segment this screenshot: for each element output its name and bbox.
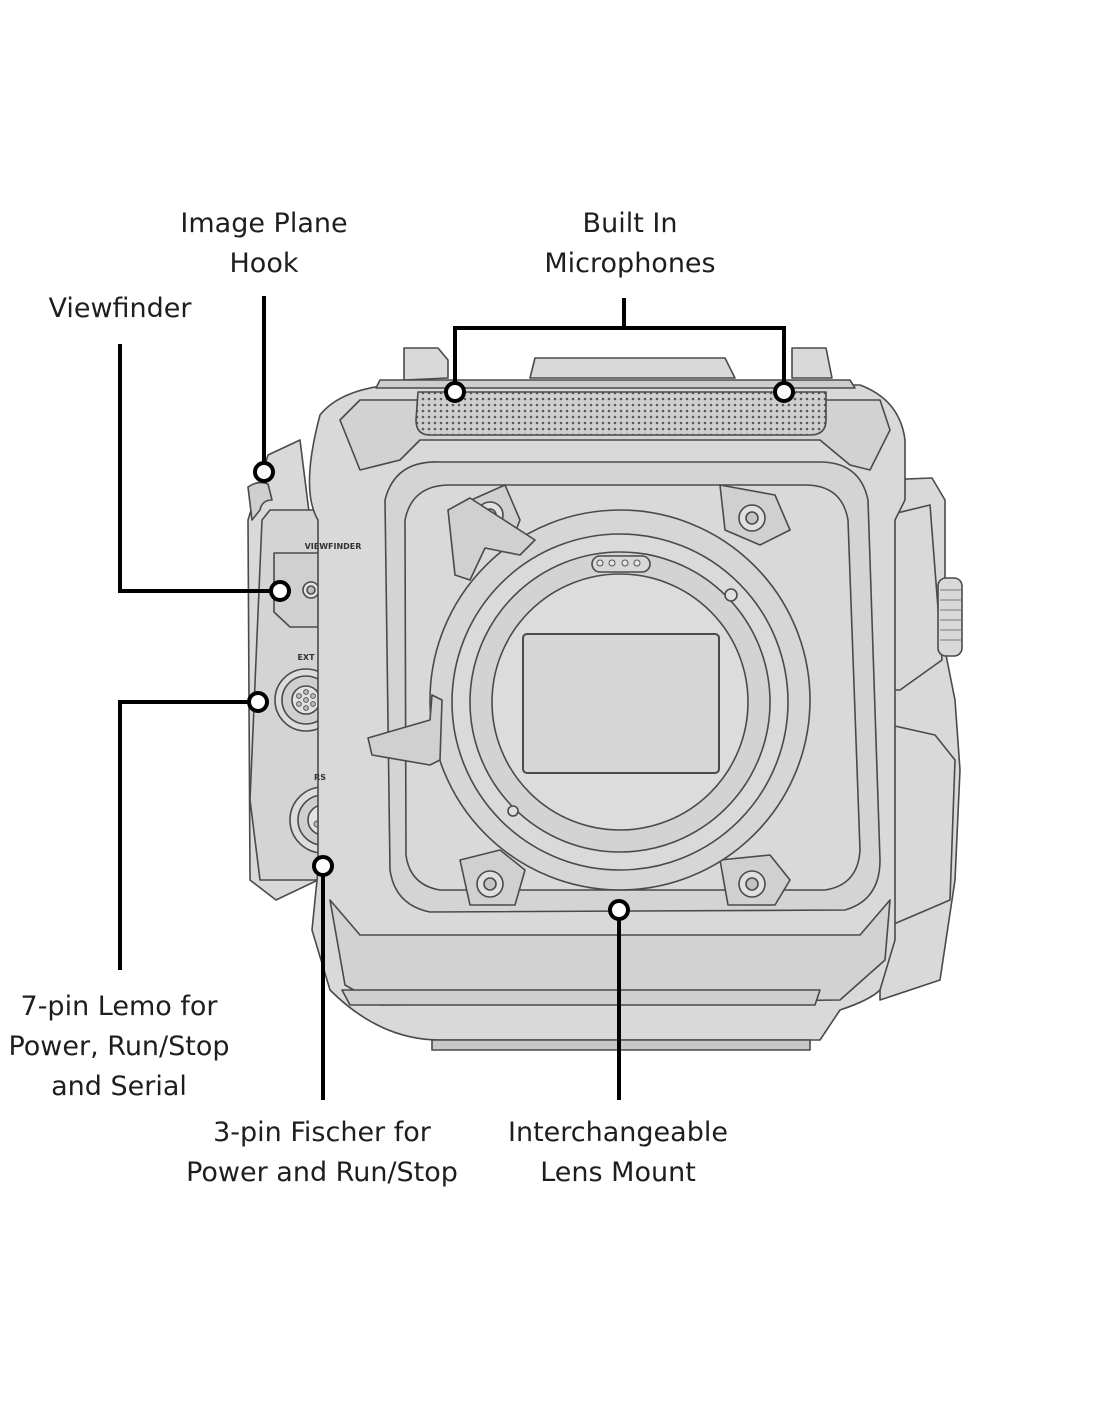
hook-marker	[253, 461, 275, 483]
microphones-leader	[453, 298, 786, 382]
lemo-marker	[247, 691, 269, 713]
lemo-7pin-label: 7-pin Lemo for Power, Run/Stop and Seria…	[8, 991, 230, 1102]
image-plane-hook-part	[247, 481, 273, 521]
viewfinder-label: Viewfinder	[48, 293, 192, 324]
lens-mount-label: Interchangeable Lens Mount	[508, 1117, 728, 1188]
lemo-leader	[118, 700, 248, 970]
microphone-grille	[415, 391, 827, 436]
lens-mount-marker	[608, 899, 630, 921]
rs-panel-text: RS	[314, 773, 326, 782]
fischer-marker	[312, 855, 334, 877]
leader-markers	[247, 381, 795, 921]
lens-mount	[367, 497, 811, 891]
viewfinder-leader	[118, 344, 270, 593]
left-microphone-marker	[444, 381, 466, 403]
top-handle	[375, 347, 856, 389]
viewfinder-marker	[269, 580, 291, 602]
leader-lines	[118, 296, 786, 1100]
image-plane-hook-label: Image Plane Hook	[180, 208, 348, 279]
ext-panel-text: EXT	[297, 653, 315, 662]
built-in-microphones-label: Built In Microphones	[544, 208, 716, 279]
fischer-3pin-label: 3-pin Fischer for Power and Run/Stop	[186, 1117, 458, 1188]
viewfinder-panel-text: VIEWFINDER	[305, 542, 362, 551]
right-microphone-marker	[773, 381, 795, 403]
